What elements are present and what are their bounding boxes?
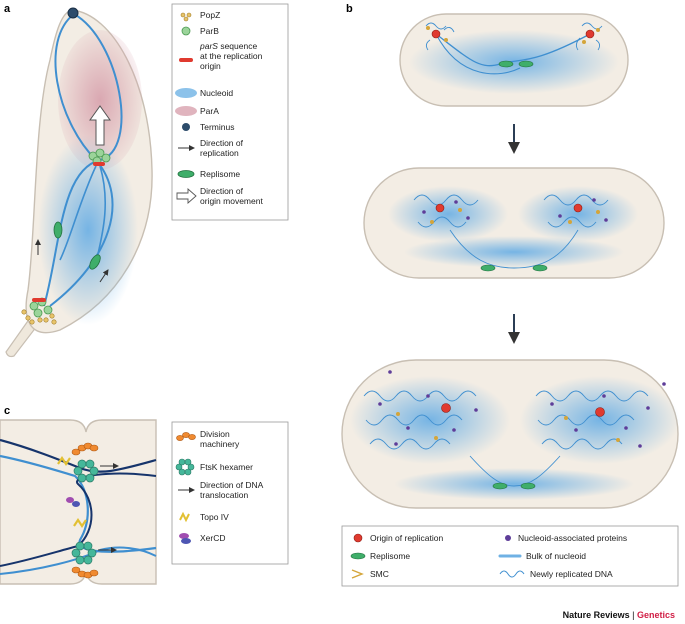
legend-c-box — [171, 421, 289, 565]
legend-bulk: Bulk of nucleoid — [526, 551, 586, 561]
legend-para: ParA — [200, 106, 219, 116]
legend-nap: Nucleoid-associated proteins — [518, 533, 627, 543]
replisome-icon — [350, 552, 366, 560]
legend-dir-origin-1: Direction of — [200, 186, 244, 196]
legend-dir-dna-2: translocation — [200, 490, 248, 500]
para-gradient — [58, 30, 142, 170]
panel-b-cell-3 — [341, 359, 680, 509]
credit-line: Nature Reviews | Genetics — [563, 610, 675, 620]
topo-icon — [179, 511, 190, 523]
credit-section: Genetics — [636, 610, 675, 620]
credit-separator: | — [629, 610, 637, 620]
legend-pars-line1: parS sequence — [199, 41, 257, 51]
legend-ftsk: FtsK hexamer — [200, 462, 253, 472]
legend-smc: SMC — [370, 569, 389, 579]
legend-nucleoid: Nucleoid — [200, 88, 233, 98]
nucleoid-icon — [175, 88, 197, 98]
chromosome-arm — [59, 165, 97, 261]
legend-c: Division machinery FtsK hexamer Directio… — [171, 421, 289, 565]
panel-b-cell-2 — [363, 167, 665, 279]
legend-replisome-b: Replisome — [370, 551, 410, 561]
legend-dir-rep-1: Direction of — [200, 138, 244, 148]
terminus-dot — [67, 7, 79, 19]
chromosome-arm — [95, 165, 107, 263]
legend-terminus: Terminus — [200, 122, 234, 132]
legend-dir-rep-2: replication — [200, 148, 239, 158]
panel-c-label: c — [4, 405, 10, 417]
smc-icon — [351, 569, 364, 579]
para-icon — [175, 106, 197, 116]
pars-origin — [93, 162, 105, 166]
legend-dir-origin-2: origin movement — [200, 196, 263, 206]
division-machinery — [71, 442, 99, 579]
legend-a: PopZ ParB parS sequence at the replicati… — [171, 3, 289, 221]
division-icon — [176, 432, 196, 441]
nap-icon — [505, 535, 511, 541]
legend-division-2: machinery — [200, 439, 240, 449]
panel-a-cell — [5, 7, 153, 358]
legend-pars-line3: origin — [200, 61, 221, 71]
stalk — [5, 317, 41, 358]
parb-icon — [181, 26, 191, 36]
nucleoid-region — [38, 135, 138, 325]
replisome-icon — [177, 170, 195, 178]
legend-topo: Topo IV — [200, 512, 229, 522]
legend-dir-dna-1: Direction of DNA — [200, 480, 264, 490]
replisome — [53, 221, 63, 239]
old-pole-complex — [21, 297, 57, 325]
panel-a-label: a — [4, 3, 11, 15]
legend-division-1: Division — [200, 429, 230, 439]
topo-iv — [73, 518, 87, 528]
legend-newly: Newly replicated DNA — [530, 569, 613, 579]
terminus-icon — [182, 123, 190, 131]
replisome — [89, 254, 101, 270]
panel-b-label: b — [346, 3, 353, 15]
pars-icon — [179, 58, 193, 62]
topo-iv — [57, 456, 71, 466]
legend-b: Origin of replication Nucleoid-associate… — [341, 525, 679, 587]
legend-xercd: XerCD — [200, 533, 226, 543]
xercd — [66, 497, 80, 507]
newly-dna-icon — [499, 570, 525, 578]
ftsk-hexamer — [71, 541, 97, 565]
credit-journal: Nature Reviews — [562, 610, 630, 620]
open-arrow-icon — [176, 188, 197, 204]
legend-origin: Origin of replication — [370, 533, 444, 543]
panel-c-cell — [0, 419, 157, 585]
legend-parb: ParB — [200, 26, 219, 36]
legend-popz: PopZ — [200, 10, 220, 20]
replication-arrow — [99, 269, 109, 283]
popz-icon — [180, 12, 192, 22]
legend-pars-line2: at the replication — [200, 51, 263, 61]
ftsk-hexamer — [73, 459, 99, 483]
ftsk-icon — [175, 458, 195, 476]
origin-movement-arrow — [89, 105, 111, 146]
panel-b-cell-1 — [399, 13, 629, 107]
xercd-icon — [179, 533, 191, 544]
origin-icon — [353, 533, 363, 543]
legend-replisome: Replisome — [200, 169, 240, 179]
